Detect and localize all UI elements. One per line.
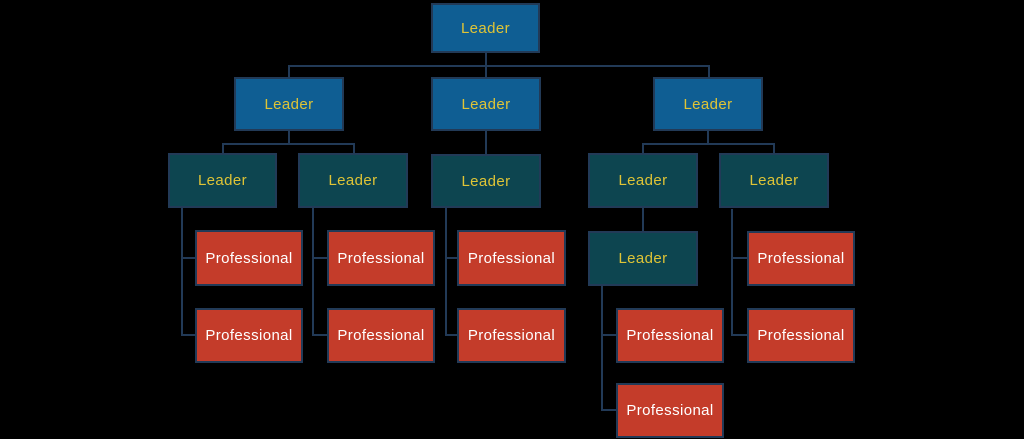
org-node-leader-l2-3: Leader [653, 77, 763, 131]
org-node-leader-l2-2: Leader [431, 77, 541, 131]
org-node-leader-l4-1: Leader [588, 231, 698, 286]
org-node-professional-10: Professional [616, 383, 724, 438]
org-node-professional-3: Professional [457, 230, 566, 286]
org-node-leader-l3-2: Leader [298, 153, 408, 208]
org-node-professional-6: Professional [327, 308, 435, 363]
org-node-professional-8: Professional [616, 308, 724, 363]
connector-l1-to-l2-bus [288, 53, 710, 77]
org-node-professional-2: Professional [327, 230, 435, 286]
connector-l3-5-hanging [731, 209, 747, 336]
org-node-leader-l2-1: Leader [234, 77, 344, 131]
connector-l2-1-to-children [222, 131, 355, 153]
connector-l3-3-hanging [445, 208, 457, 336]
connector-l3-1-hanging [181, 208, 195, 336]
connector-l4-1-hanging [601, 286, 616, 411]
org-node-leader-l3-4: Leader [588, 153, 698, 208]
org-node-professional-5: Professional [195, 308, 303, 363]
org-node-leader-l3-5: Leader [719, 153, 829, 208]
connector-l3-2-hanging [312, 208, 327, 336]
org-node-professional-9: Professional [747, 308, 855, 363]
org-node-professional-1: Professional [195, 230, 303, 286]
org-node-leader-l3-3: Leader [431, 154, 541, 208]
connector-l2-3-to-children [642, 131, 775, 153]
org-node-professional-4: Professional [747, 231, 855, 286]
org-node-leader-l3-1: Leader [168, 153, 277, 208]
org-node-professional-7: Professional [457, 308, 566, 363]
org-node-leader-l1: Leader [431, 3, 540, 53]
